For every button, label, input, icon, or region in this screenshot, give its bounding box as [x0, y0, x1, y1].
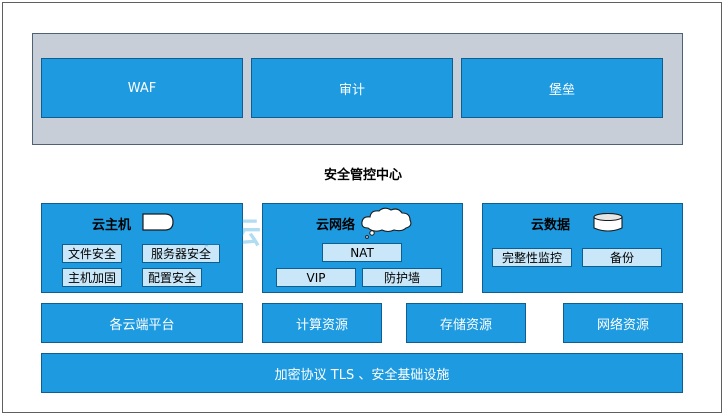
cloud-icon: [361, 207, 412, 239]
storage-resources-box: 存储资源: [406, 303, 526, 343]
file-security-chip: 文件安全: [62, 244, 122, 263]
compute-resources-box: 计算资源: [262, 303, 382, 343]
config-security-chip: 配置安全: [142, 268, 202, 287]
cloud-network-title: 云网络: [316, 218, 356, 233]
cloud-platforms-box: 各云端平台: [41, 303, 243, 343]
security-control-center-title: 安全管控中心: [323, 168, 402, 183]
waf-box: WAF: [41, 58, 243, 118]
server-security-chip: 服务器安全: [142, 244, 220, 263]
bastion-box: 堡垒: [461, 58, 663, 118]
database-icon: [593, 212, 623, 232]
network-resources-box: 网络资源: [563, 303, 683, 343]
cloud-host-title: 云主机: [92, 218, 132, 233]
vip-chip: VIP: [276, 268, 356, 287]
backup-chip: 备份: [582, 248, 662, 267]
firewall-chip: 防护墙: [362, 268, 442, 287]
watermark-logo: 吉云网: [200, 216, 293, 251]
host-hardening-chip: 主机加固: [62, 268, 122, 287]
cloud-data-title: 云数据: [531, 218, 571, 233]
foundation-bar: 加密协议 TLS 、安全基础设施: [41, 353, 683, 393]
nat-chip: NAT: [322, 243, 402, 262]
audit-box: 审计: [251, 58, 453, 118]
server-icon: [142, 213, 174, 231]
integrity-monitoring-chip: 完整性监控: [492, 248, 572, 267]
